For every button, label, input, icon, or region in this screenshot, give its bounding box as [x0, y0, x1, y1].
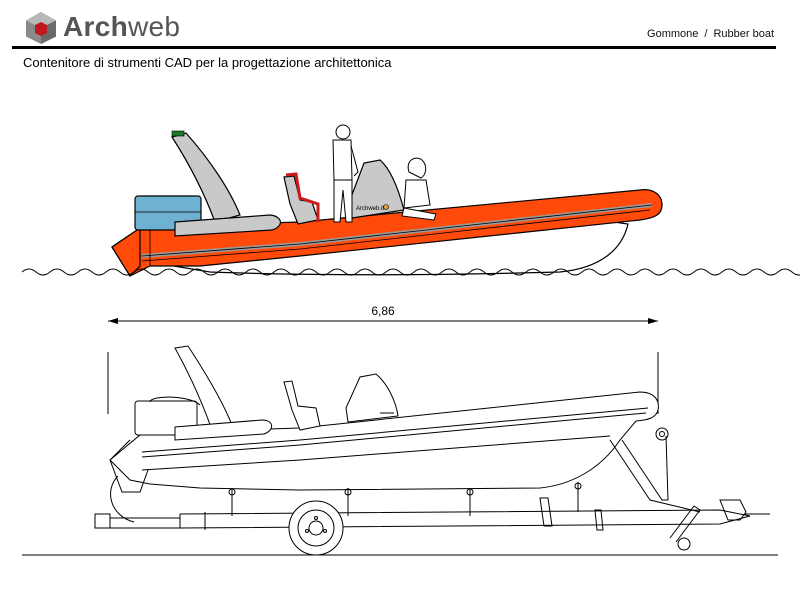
trailer-boat-view — [22, 345, 778, 556]
radar-arch — [171, 132, 241, 223]
breadcrumb-item-italian[interactable]: Gommone — [647, 28, 699, 40]
helm-seat — [283, 175, 319, 225]
colored-boat-view: Archweb.it — [21, 124, 800, 277]
rear-bench — [174, 214, 281, 237]
brand-part2: web — [128, 11, 181, 42]
header-rule — [12, 46, 776, 49]
jockey-wheel-icon — [677, 537, 691, 551]
bow-cone — [111, 226, 141, 277]
brand-name[interactable]: Archweb — [63, 10, 180, 44]
breadcrumb-item-english[interactable]: Rubber boat — [713, 28, 774, 40]
page-subtitle: Contenitore di strumenti CAD per la prog… — [23, 55, 392, 70]
trailer-wheel-icon — [288, 500, 344, 556]
dimension-line: 6,86 — [108, 304, 658, 324]
waterline — [21, 268, 800, 276]
brand-part1: Arch — [63, 11, 128, 42]
archweb-logo-icon[interactable] — [24, 11, 58, 45]
dimension-label: 6,86 — [371, 304, 395, 318]
seated-person — [401, 157, 437, 221]
breadcrumb-separator: / — [704, 28, 708, 40]
standing-person — [332, 124, 359, 223]
winch-icon — [655, 427, 669, 441]
console-label: Archweb.it — [356, 206, 384, 212]
header: Archweb Gommone / Rubber boat — [0, 0, 800, 50]
breadcrumb: Gommone / Rubber boat — [647, 28, 774, 40]
trailer-hull — [109, 391, 659, 491]
